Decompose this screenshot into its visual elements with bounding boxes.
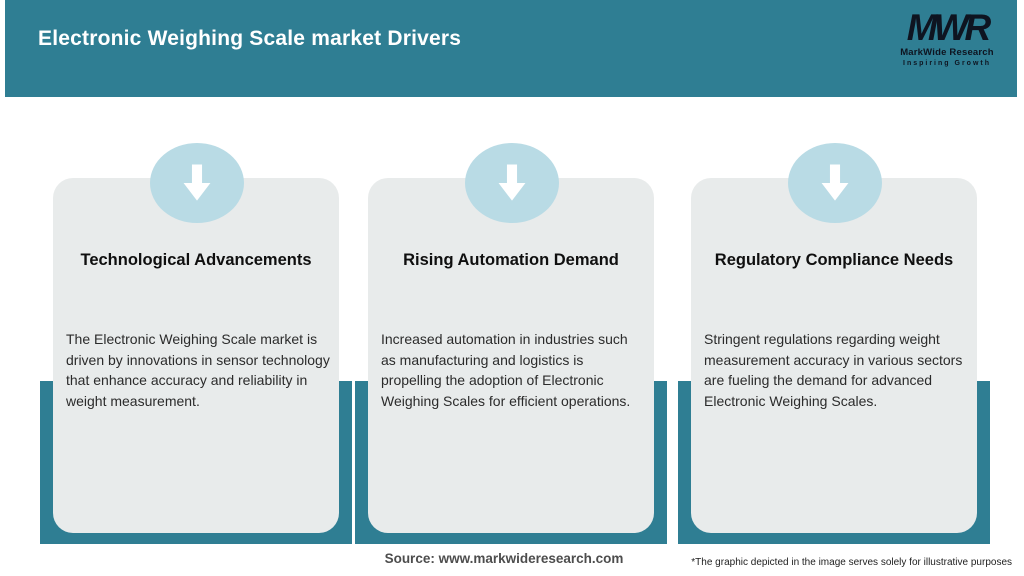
mwr-logo-mark: MWR: [906, 7, 991, 48]
card-title: Technological Advancements: [80, 251, 312, 269]
brand-tagline: Inspiring Growth: [903, 59, 991, 67]
brand-logo: MWR MarkWide Research Inspiring Growth: [891, 9, 1003, 67]
driver-card-regulatory-compliance-needs: Regulatory Compliance Needs Stringent re…: [678, 140, 990, 548]
down-arrow-icon: [150, 143, 244, 223]
card-title: Regulatory Compliance Needs: [714, 251, 954, 269]
down-arrow-icon: [788, 143, 882, 223]
card-surface: Technological Advancements The Electroni…: [53, 178, 339, 533]
disclaimer-text: *The graphic depicted in the image serve…: [691, 557, 1012, 568]
driver-card-technological-advancements: Technological Advancements The Electroni…: [40, 140, 352, 548]
brand-name: MarkWide Research: [900, 47, 994, 58]
card-title: Rising Automation Demand: [403, 251, 619, 269]
header-bar: Electronic Weighing Scale market Drivers…: [5, 0, 1017, 97]
card-description: Stringent regulations regarding weight m…: [704, 331, 963, 409]
card-description: The Electronic Weighing Scale market is …: [66, 331, 330, 409]
page-title: Electronic Weighing Scale market Drivers: [38, 27, 462, 50]
card-surface: Regulatory Compliance Needs Stringent re…: [691, 178, 977, 533]
card-description: Increased automation in industries such …: [381, 331, 631, 409]
down-arrow-icon: [465, 143, 559, 223]
source-text: Source: www.markwideresearch.com: [384, 551, 624, 566]
driver-card-rising-automation-demand: Rising Automation Demand Increased autom…: [355, 140, 667, 548]
card-surface: Rising Automation Demand Increased autom…: [368, 178, 654, 533]
